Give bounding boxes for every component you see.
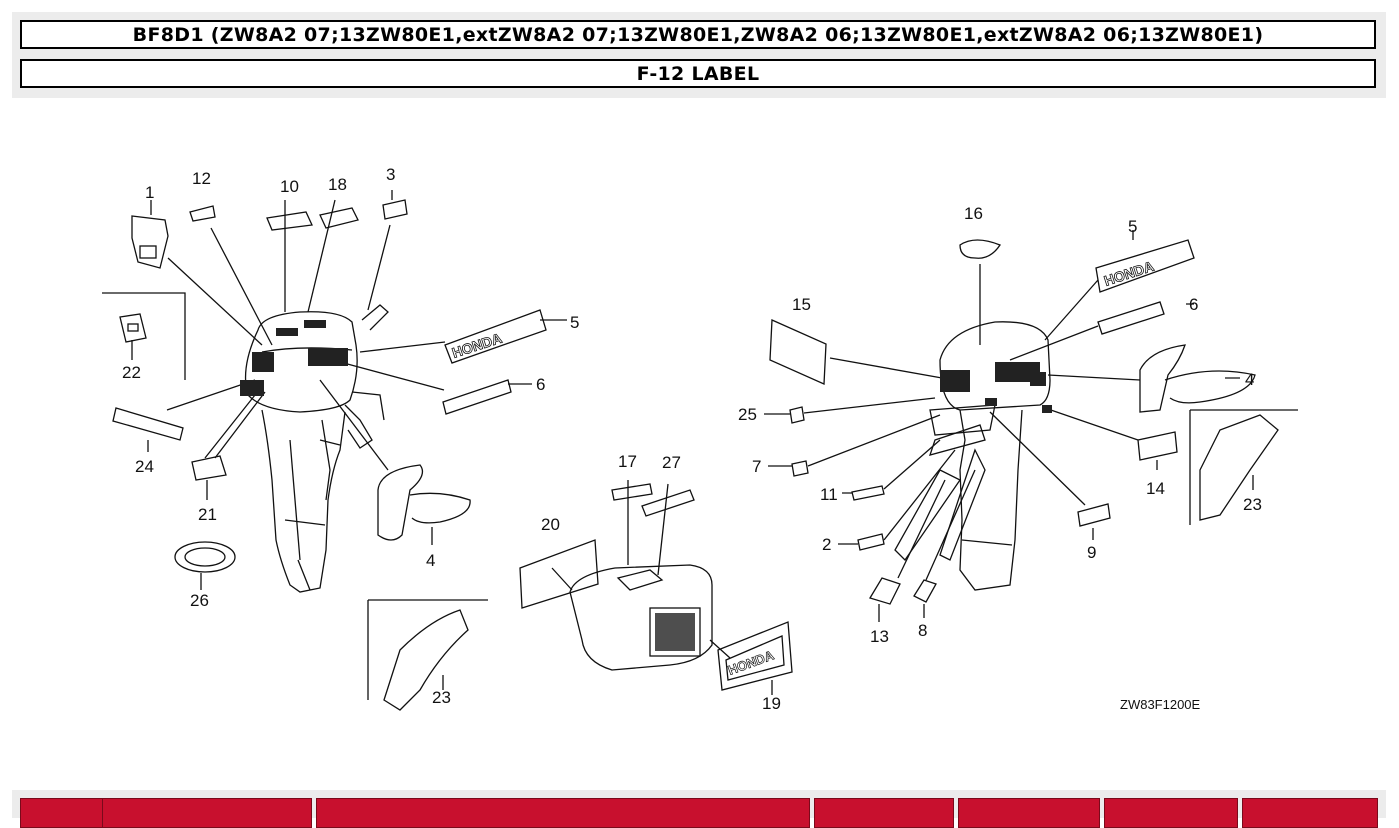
section-title: F-12 LABEL: [20, 59, 1376, 88]
table-header-cell: [1104, 798, 1238, 828]
parts-diagram: HONDA: [102, 165, 1298, 713]
svg-text:2: 2: [822, 535, 831, 554]
right-labels: HONDA: [764, 230, 1298, 622]
svg-text:6: 6: [1189, 295, 1198, 314]
svg-text:21: 21: [198, 505, 217, 524]
svg-text:12: 12: [192, 169, 211, 188]
table-header-cell: [316, 798, 810, 828]
svg-text:1: 1: [145, 183, 154, 202]
svg-text:HONDA: HONDA: [450, 330, 504, 361]
svg-text:9: 9: [1087, 543, 1096, 562]
diagram-code: ZW83F1200E: [1120, 697, 1201, 712]
svg-text:10: 10: [280, 177, 299, 196]
right-engine-drawing: [894, 321, 1051, 591]
parts-table: [12, 790, 1386, 828]
svg-text:25: 25: [738, 405, 757, 424]
svg-text:18: 18: [328, 175, 347, 194]
svg-text:24: 24: [135, 457, 154, 476]
left-labels: HONDA: [102, 190, 567, 711]
svg-text:HONDA: HONDA: [1102, 258, 1156, 289]
svg-text:4: 4: [1245, 370, 1254, 389]
svg-text:16: 16: [964, 204, 983, 223]
table-header-cell: [814, 798, 954, 828]
callout-numbers: 1 12 10 18 3 5 6 22 24 21 4 26 23 20 17 …: [122, 165, 1262, 713]
svg-text:11: 11: [820, 485, 838, 504]
left-engine-drawing: [244, 304, 389, 593]
svg-text:3: 3: [386, 165, 395, 184]
header-panel: BF8D1 (ZW8A2 07;13ZW80E1,extZW8A2 07;13Z…: [12, 12, 1386, 98]
table-header-cell: [102, 798, 312, 828]
svg-text:5: 5: [1128, 217, 1137, 236]
svg-text:17: 17: [618, 452, 637, 471]
svg-text:7: 7: [752, 457, 761, 476]
svg-text:27: 27: [662, 453, 681, 472]
table-header-cell: [958, 798, 1100, 828]
svg-text:22: 22: [122, 363, 141, 382]
svg-text:19: 19: [762, 694, 781, 713]
svg-text:6: 6: [536, 375, 545, 394]
svg-text:26: 26: [190, 591, 209, 610]
svg-text:20: 20: [541, 515, 560, 534]
table-header-cell: [20, 798, 106, 828]
model-title: BF8D1 (ZW8A2 07;13ZW80E1,extZW8A2 07;13Z…: [20, 20, 1376, 49]
svg-text:8: 8: [918, 621, 927, 640]
svg-text:4: 4: [426, 551, 435, 570]
svg-text:23: 23: [1243, 495, 1262, 514]
svg-text:13: 13: [870, 627, 889, 646]
svg-text:15: 15: [792, 295, 811, 314]
table-header-cell: [1242, 798, 1378, 828]
svg-text:23: 23: [432, 688, 451, 707]
svg-text:14: 14: [1146, 479, 1165, 498]
fuel-tank-drawing: HONDA: [519, 480, 793, 695]
svg-text:5: 5: [570, 313, 579, 332]
